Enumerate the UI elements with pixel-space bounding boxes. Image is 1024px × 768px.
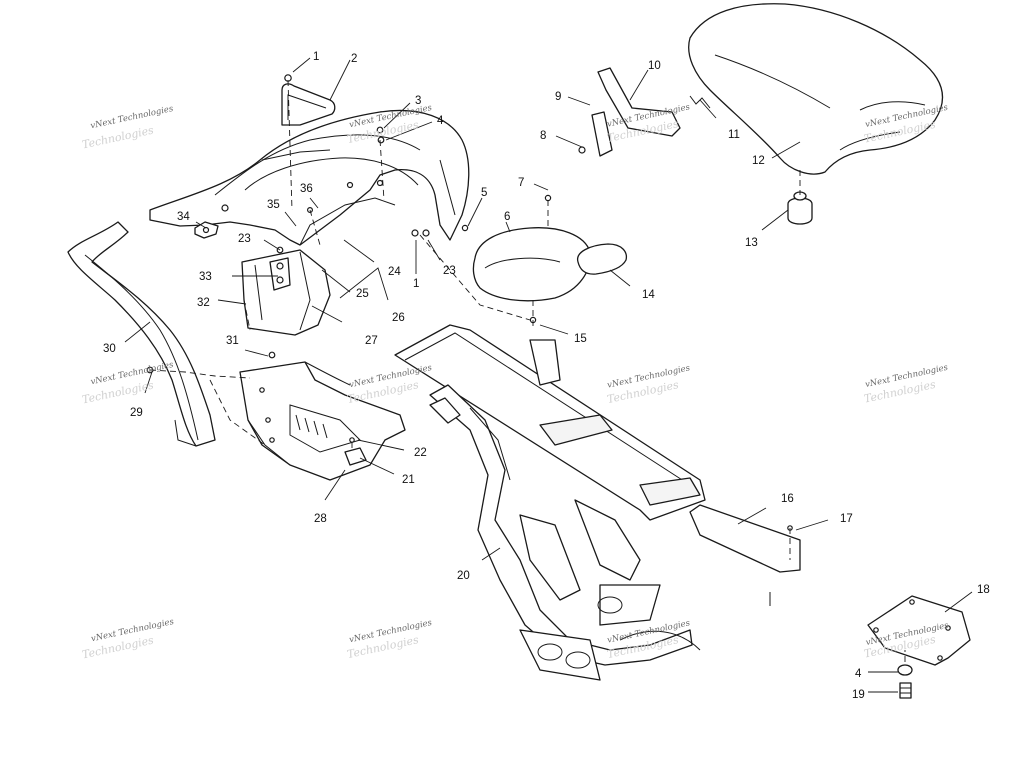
callout-11: 11 xyxy=(728,129,740,141)
rack-bracket xyxy=(281,83,336,126)
callout-23: 23 xyxy=(238,233,251,245)
callout-3: 3 xyxy=(415,95,421,107)
callout-1: 1 xyxy=(313,51,319,63)
assembly-lines xyxy=(149,79,906,662)
callout-14: 14 xyxy=(642,289,655,301)
callout-9: 9 xyxy=(555,91,561,103)
frame-20 xyxy=(394,324,706,681)
callout-34: 34 xyxy=(177,211,190,223)
seat-12 xyxy=(688,3,944,175)
callout-21: 21 xyxy=(402,474,415,486)
callout-13: 13 xyxy=(745,237,758,249)
callout-24: 24 xyxy=(388,266,401,278)
knob-34 xyxy=(194,221,219,239)
callout-36: 36 xyxy=(300,183,313,195)
callout-15: 15 xyxy=(574,333,587,345)
skid-plate-16 xyxy=(689,504,801,573)
callout-32: 32 xyxy=(197,297,210,309)
callout-20: 20 xyxy=(457,570,470,582)
callout-29: 29 xyxy=(130,407,143,419)
seat-bumper-13 xyxy=(787,191,813,225)
callout-12: 12 xyxy=(752,155,765,167)
splash-guard xyxy=(241,249,331,336)
callout-17: 17 xyxy=(840,513,853,525)
callout-31: 31 xyxy=(226,335,239,347)
leader-lines xyxy=(124,57,973,693)
callout-35: 35 xyxy=(267,199,280,211)
callout-30: 30 xyxy=(103,343,116,355)
callout-27: 27 xyxy=(365,335,378,347)
skid-plate-18 xyxy=(867,595,971,666)
footrest xyxy=(239,361,406,481)
callout-1b: 1 xyxy=(413,278,419,290)
rear-fender xyxy=(149,109,470,246)
callout-10: 10 xyxy=(648,60,661,72)
callout-28: 28 xyxy=(314,513,327,525)
callout-8: 8 xyxy=(540,130,546,142)
fender-bracket-33 xyxy=(269,257,291,291)
callout-18: 18 xyxy=(977,584,990,596)
cushion-6 xyxy=(472,227,591,302)
bracket-21 xyxy=(344,437,367,466)
callout-2: 2 xyxy=(351,53,357,65)
callout-23b: 23 xyxy=(443,265,456,277)
mudflap xyxy=(67,221,216,447)
callout-4b: 4 xyxy=(855,668,862,680)
callout-26: 26 xyxy=(392,312,405,324)
callout-25: 25 xyxy=(356,288,369,300)
seat-latch xyxy=(578,67,711,157)
callout-19: 19 xyxy=(852,689,865,701)
callout-6: 6 xyxy=(504,211,510,223)
callout-16: 16 xyxy=(781,493,794,505)
callout-labels: 1 2 3 4 5 6 7 8 9 10 11 12 13 14 15 16 1… xyxy=(103,51,990,701)
callout-5: 5 xyxy=(481,187,487,199)
callout-33: 33 xyxy=(199,271,212,283)
grip-14 xyxy=(577,243,628,275)
callout-4: 4 xyxy=(437,115,444,127)
callout-22: 22 xyxy=(414,447,427,459)
bolt-19 xyxy=(897,664,913,699)
callout-7: 7 xyxy=(518,177,524,189)
